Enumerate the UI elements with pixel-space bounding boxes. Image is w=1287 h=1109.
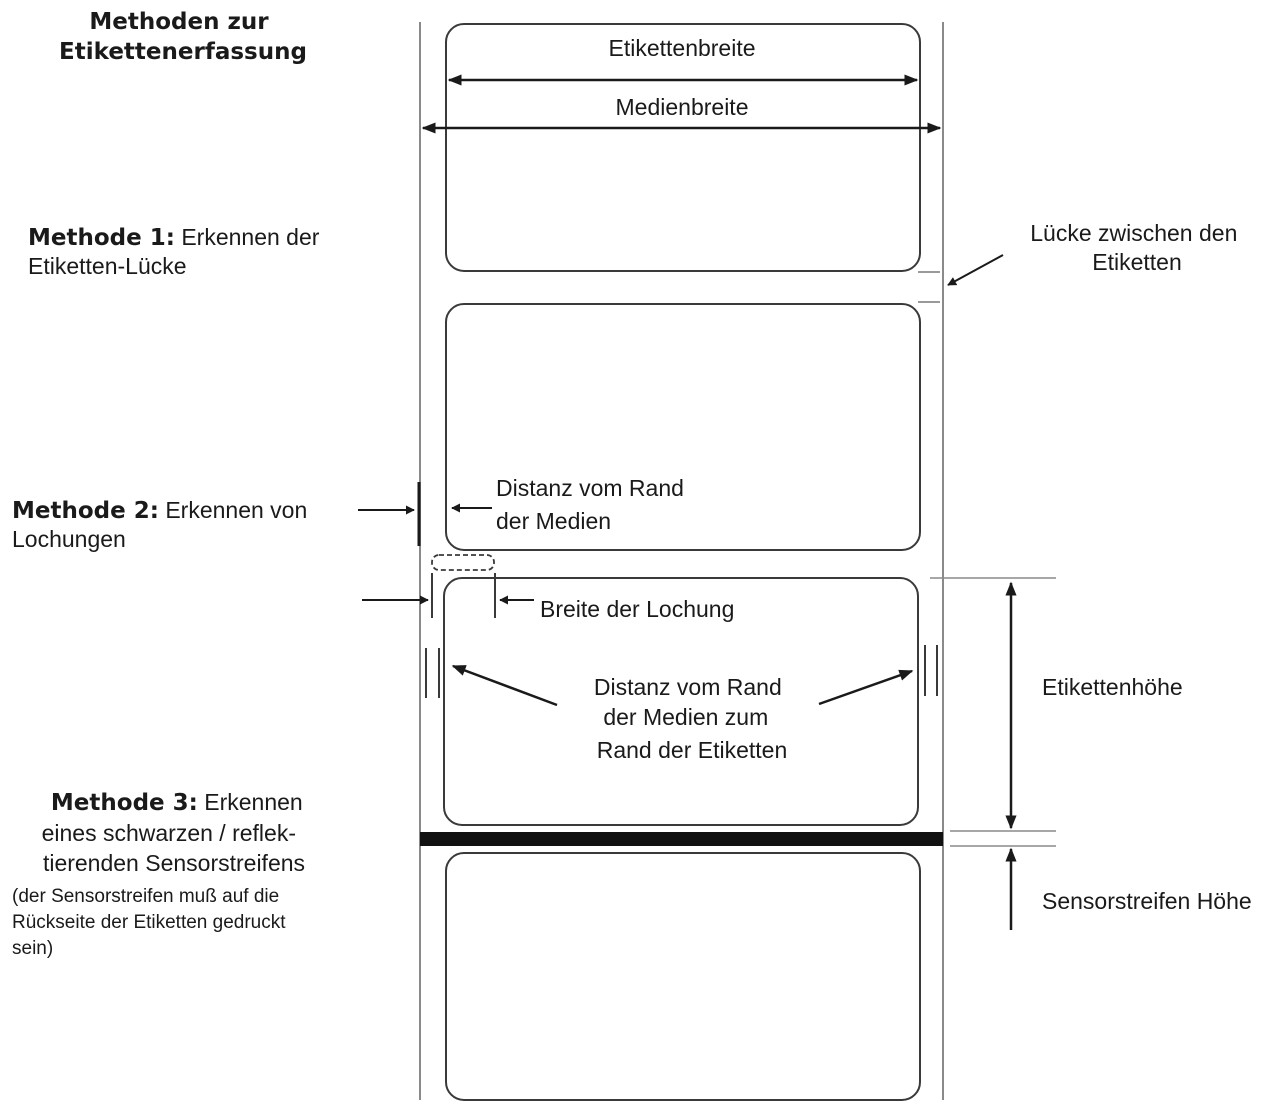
method3-note: (der Sensorstreifen muß auf die Rückseit… bbox=[12, 886, 291, 959]
label-height-text: Etikettenhöhe bbox=[1042, 674, 1183, 700]
label-4 bbox=[445, 852, 921, 1101]
sensor-strip bbox=[420, 832, 943, 846]
method1-text: Methode 1: Erkennen der Etiketten-Lücke bbox=[28, 224, 326, 279]
label-gap-text: Lücke zwischen den Etiketten bbox=[1030, 220, 1244, 275]
page-title: Methoden zur Etikettenerfassung bbox=[59, 9, 307, 65]
gap-arrow bbox=[947, 254, 1004, 286]
label-1 bbox=[445, 23, 921, 272]
media-width-text: Medienbreite bbox=[616, 94, 749, 120]
hole-width-text: Breite der Lochung bbox=[540, 596, 734, 622]
strip-height-text: Sensorstreifen Höhe bbox=[1042, 888, 1252, 914]
distance-right-arrow bbox=[818, 669, 914, 706]
label-3 bbox=[443, 577, 919, 826]
distance-left-arrow bbox=[451, 664, 558, 707]
distance-edge-text: Distanz vom Rand der Medien bbox=[496, 475, 690, 534]
method2-text: Methode 2: Erkennen von Lochungen bbox=[12, 497, 314, 552]
perforation-hole bbox=[431, 554, 495, 571]
label-2 bbox=[445, 303, 921, 551]
distance-edge-to-label-text: Distanz vom Rand der Medien zum Rand der… bbox=[594, 674, 788, 763]
label-width-text: Etikettenbreite bbox=[608, 35, 755, 61]
method3-text: Methode 3: Erkennen eines schwarzen / re… bbox=[42, 789, 309, 876]
